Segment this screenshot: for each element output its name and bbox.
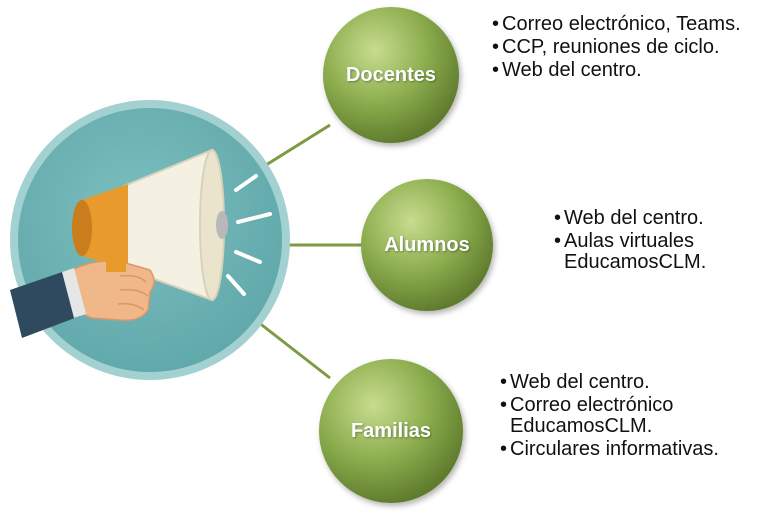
list-item: Correo electrónico, Teams. bbox=[492, 14, 742, 36]
node-circle-alumnos bbox=[361, 179, 493, 311]
node-label-docentes: Docentes bbox=[345, 64, 437, 86]
list-item: Web del centro. bbox=[500, 372, 750, 394]
node-circles bbox=[319, 7, 493, 503]
list-item: Correo electrónico EducamosCLM. bbox=[500, 395, 750, 437]
connector-docentes bbox=[257, 123, 331, 172]
bullet-list-familias: Web del centro. Correo electrónico Educa… bbox=[500, 372, 750, 462]
list-item: Web del centro. bbox=[554, 208, 754, 230]
list-item: Circulares informativas. bbox=[500, 439, 750, 461]
list-item: Aulas virtuales EducamosCLM. bbox=[554, 231, 754, 273]
node-label-alumnos: Alumnos bbox=[384, 234, 470, 256]
bullet-list-alumnos: Web del centro. Aulas virtuales Educamos… bbox=[554, 208, 754, 275]
megaphone-hand-icon bbox=[10, 100, 290, 380]
node-circle-familias bbox=[319, 359, 463, 503]
list-item: Web del centro. bbox=[492, 60, 742, 82]
list-item: CCP, reuniones de ciclo. bbox=[492, 37, 742, 59]
connectors bbox=[257, 123, 366, 380]
node-circle-docentes bbox=[323, 7, 459, 143]
node-label-familias: Familias bbox=[350, 420, 432, 442]
connector-familias bbox=[257, 320, 331, 380]
bullet-list-docentes: Correo electrónico, Teams. CCP, reunione… bbox=[492, 14, 742, 83]
